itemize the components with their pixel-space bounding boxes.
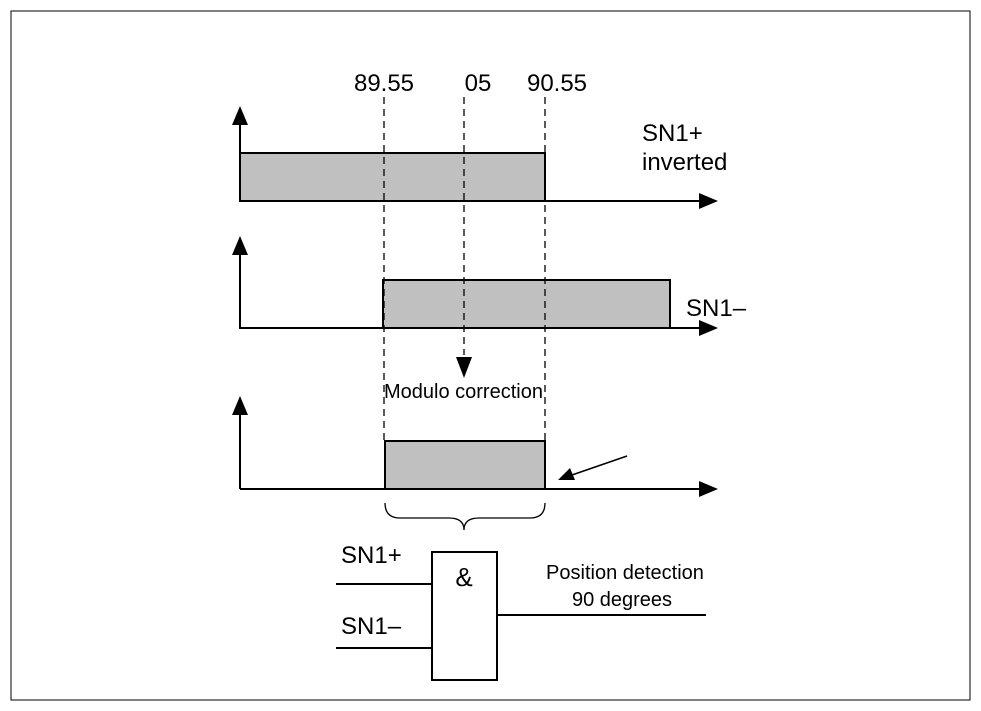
pointer-arrow-icon bbox=[558, 468, 575, 480]
modulo-correction-label: Modulo correction bbox=[384, 381, 543, 403]
pointer-arrow-shaft bbox=[571, 455, 628, 476]
marker-label-left: 89.55 bbox=[354, 70, 414, 97]
and-gate bbox=[336, 551, 706, 681]
brace bbox=[384, 502, 546, 531]
marker-label-right: 90.55 bbox=[527, 70, 587, 97]
gate-output-label-line2: 90 degrees bbox=[572, 589, 672, 611]
marker-lines bbox=[383, 97, 546, 441]
marker-label-center: 05 bbox=[465, 70, 492, 97]
y-axis-arrow-icon bbox=[232, 106, 248, 125]
modulo-correction-arrow-icon bbox=[456, 357, 472, 378]
signal-label-sn1-plus: SN1+ bbox=[642, 120, 703, 147]
signal-label-sn1-minus: SN1– bbox=[686, 295, 747, 322]
x-axis-arrow-icon bbox=[699, 320, 718, 336]
signal-label-inverted: inverted bbox=[642, 149, 727, 176]
y-axis-arrow-icon bbox=[232, 396, 248, 415]
pulse-result bbox=[384, 440, 546, 490]
and-gate-symbol: & bbox=[455, 562, 472, 592]
x-axis-arrow-icon bbox=[699, 193, 718, 209]
diagram-frame bbox=[10, 10, 971, 701]
timing-row-sn1-minus bbox=[232, 236, 718, 336]
pulse-sn1-plus-inverted bbox=[239, 152, 546, 202]
timing-row-result bbox=[232, 396, 718, 497]
gate-input-label-bottom: SN1– bbox=[341, 613, 402, 640]
timing-row-sn1-plus-inverted bbox=[232, 106, 718, 209]
gate-input-label-top: SN1+ bbox=[341, 542, 402, 569]
y-axis-arrow-icon bbox=[232, 236, 248, 255]
x-axis-arrow-icon bbox=[699, 481, 718, 497]
gate-output-label-line1: Position detection bbox=[546, 562, 704, 584]
pulse-sn1-minus bbox=[382, 279, 671, 329]
